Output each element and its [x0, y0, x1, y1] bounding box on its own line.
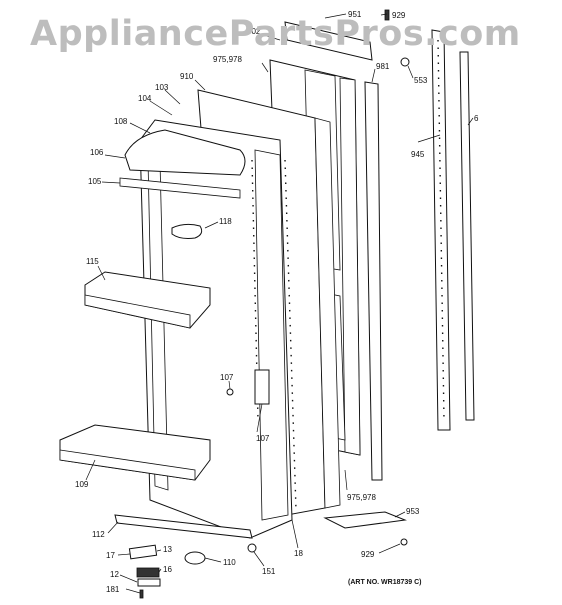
- door-shelf-upper: [84, 271, 211, 329]
- screw-929-lower: [400, 538, 408, 546]
- bracket-13: [128, 544, 158, 560]
- door-shelf-lower: [59, 424, 211, 481]
- screw-929-upper: [384, 9, 390, 21]
- callout-17: 17: [106, 551, 115, 560]
- callout-107-upper: 107: [220, 373, 234, 382]
- side-rod: [459, 51, 475, 421]
- callout-13: 13: [163, 545, 172, 554]
- bottom-rail: [114, 514, 253, 539]
- site-watermark: AppliancePartsPros.com: [30, 14, 521, 54]
- callout-553: 553: [414, 76, 428, 85]
- rear-panel: [284, 21, 373, 61]
- callout-951: 951: [348, 10, 362, 19]
- callout-910: 910: [180, 72, 194, 81]
- callout-108: 108: [114, 117, 128, 126]
- callout-labels: 951 929 902 975,978 981 553 910 6 103 10…: [75, 10, 479, 594]
- callout-115: 115: [86, 257, 99, 266]
- upper-dairy-bin: [119, 129, 246, 199]
- callout-181: 181: [106, 585, 120, 594]
- callout-929-upper: 929: [392, 11, 406, 20]
- callout-12: 12: [110, 570, 119, 579]
- hinge-bracket: [323, 511, 407, 529]
- small-shelf: [171, 223, 203, 239]
- hinge-cover-107: [254, 369, 270, 405]
- callout-106: 106: [90, 148, 104, 157]
- callout-107-lower: 107: [256, 434, 270, 443]
- callout-118: 118: [219, 217, 232, 226]
- callout-105: 105: [88, 177, 102, 186]
- callout-975-978-upper: 975,978: [213, 55, 242, 64]
- callout-6: 6: [474, 114, 479, 123]
- callout-981: 981: [376, 62, 390, 71]
- door-liner: [139, 119, 297, 539]
- art-number: (ART NO. WR18739 C): [348, 579, 422, 586]
- callout-103: 103: [155, 83, 169, 92]
- trim-strip: [431, 29, 451, 431]
- callout-945: 945: [411, 150, 425, 159]
- callout-929-lower: 929: [361, 550, 375, 559]
- callout-16: 16: [163, 565, 172, 574]
- callout-112: 112: [92, 530, 105, 539]
- callout-975-978-lower: 975,978: [347, 493, 376, 502]
- bracket-16: [136, 567, 160, 578]
- leader-lines: [85, 13, 474, 594]
- callout-151: 151: [262, 567, 276, 576]
- callout-902: 902: [247, 27, 261, 36]
- hardware-group: [128, 9, 410, 599]
- screw-107: [226, 388, 234, 396]
- screw-151: [247, 543, 257, 553]
- callout-109: 109: [75, 480, 89, 489]
- bracket-12: [137, 578, 161, 587]
- screw-181: [139, 589, 144, 599]
- cap-110: [184, 551, 206, 565]
- plug-553: [400, 57, 410, 67]
- callout-953: 953: [406, 507, 420, 516]
- callout-18: 18: [294, 549, 303, 558]
- door-gasket: [364, 81, 383, 481]
- callout-110: 110: [223, 558, 236, 567]
- callout-104: 104: [138, 94, 152, 103]
